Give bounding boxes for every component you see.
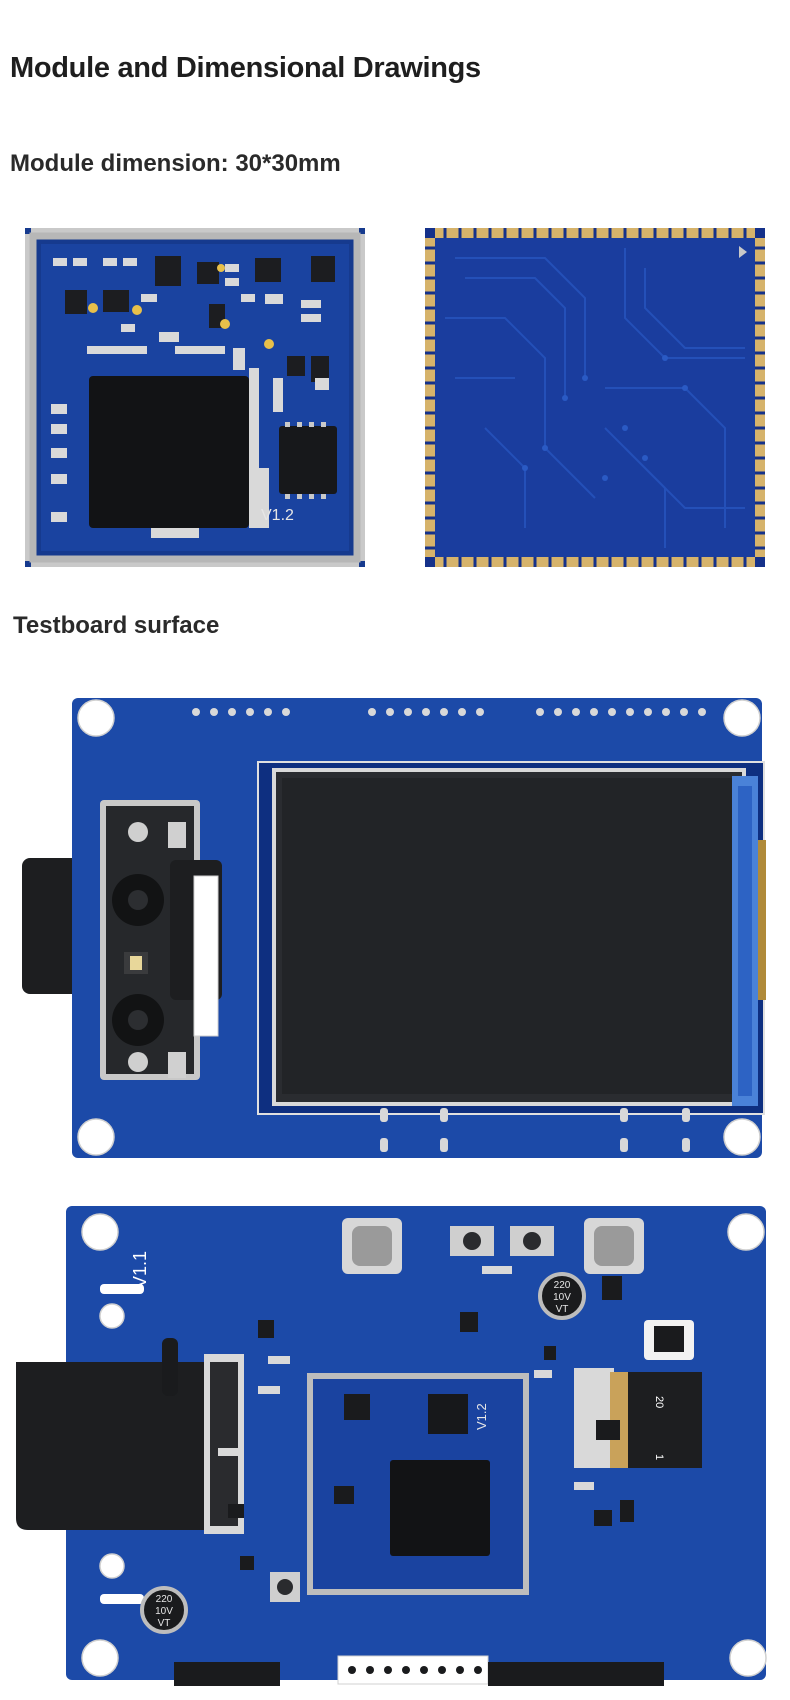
connector-pin-low: 1 [653,1454,665,1460]
page-title: Module and Dimensional Drawings [10,52,481,84]
testboard-bottom-photo: 220 10V VT 220 10V VT 20 1 V1.2 V1.1 [16,1206,767,1686]
testboard-label: Testboard surface [13,612,220,639]
capacitor-bottom-value: 220 [156,1594,173,1605]
module-dimension-label: Module dimension: 30*30mm [10,150,341,177]
module-front-photo: V1.2 [25,228,365,567]
capacitor-top-series: VT [556,1304,569,1315]
module-back-photo [425,228,765,567]
board-version: V1.1 [130,1251,150,1288]
capacitor-bottom-series: VT [158,1618,171,1629]
connector-pin-high: 20 [653,1396,665,1408]
module-version-on-board: V1.2 [474,1403,489,1430]
module-front-version: V1.2 [261,507,294,524]
capacitor-top-voltage: 10V [553,1292,571,1303]
testboard-front-photo [22,698,766,1158]
capacitor-bottom-voltage: 10V [155,1606,173,1617]
capacitor-top-value: 220 [554,1280,571,1291]
